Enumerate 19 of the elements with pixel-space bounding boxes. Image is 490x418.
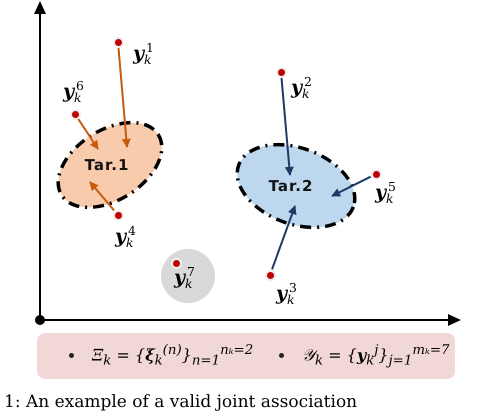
arrow	[271, 205, 296, 270]
arrow	[77, 118, 99, 150]
measurement-dot	[372, 170, 380, 178]
measurement-dot	[72, 110, 78, 118]
arrow	[89, 181, 115, 212]
target-label: Tar.1	[84, 156, 130, 174]
target-label: Tar.2	[268, 177, 314, 195]
measurement-dot	[114, 212, 122, 218]
clutter-circle	[161, 249, 215, 303]
arrow	[331, 176, 372, 197]
measurement-dot	[278, 68, 284, 76]
arrow	[280, 78, 294, 176]
measurement-dot	[172, 260, 180, 266]
arrow	[118, 48, 131, 148]
definition-panel	[37, 333, 455, 379]
measurement-dot	[266, 272, 274, 278]
measurement-dot	[114, 38, 122, 46]
caption: 1: An example of a valid joint association	[4, 392, 358, 412]
target-ellipse	[234, 140, 358, 232]
